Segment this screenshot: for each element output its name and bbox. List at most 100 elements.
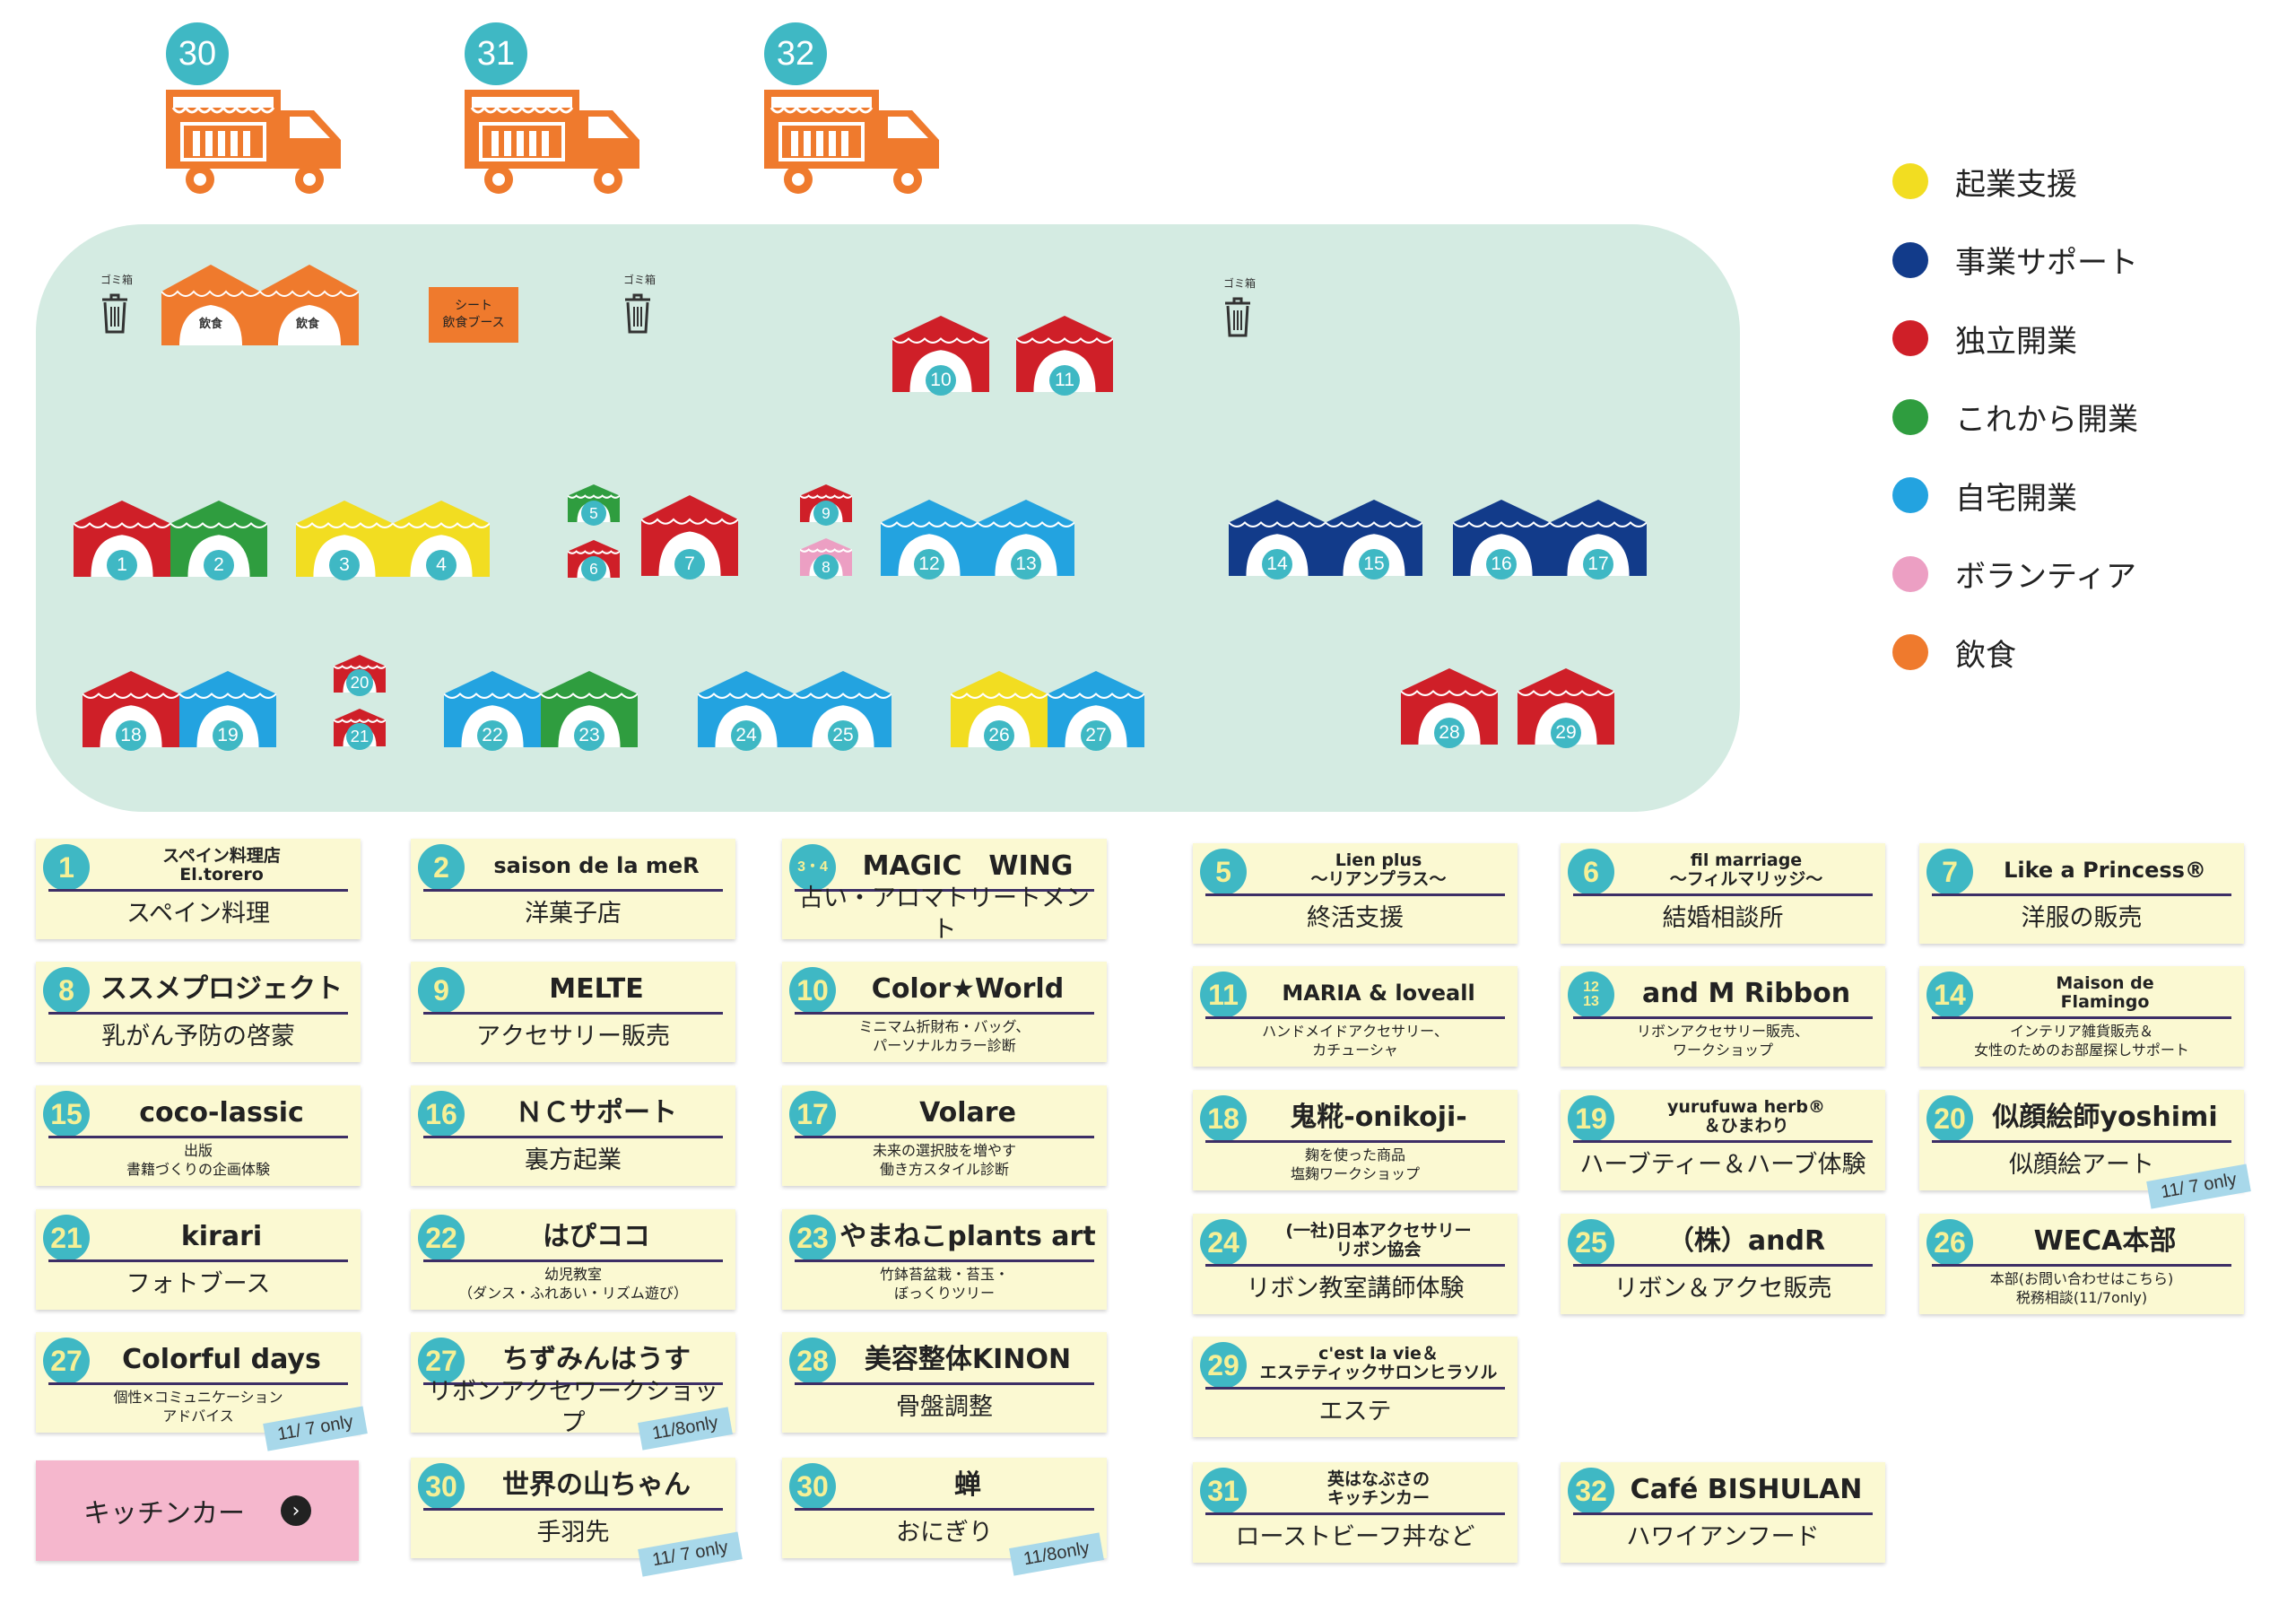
card-title: ＮＣサポート [516, 1096, 677, 1129]
legend-color-dot [1892, 398, 1928, 435]
card-description: 乳がん予防の啓蒙 [101, 1023, 295, 1051]
card-divider [423, 889, 723, 892]
card-description: ハンドメイドアクセサリー、 カチューシャ [1262, 1023, 1448, 1059]
card-number-badge: 17 [789, 1091, 836, 1137]
card-divider [795, 1136, 1094, 1138]
legend-color-dot [1892, 477, 1928, 513]
card-title: WECA本部 [2033, 1224, 2177, 1257]
card-title: 鬼糀-onikoji- [1290, 1101, 1467, 1133]
legend-color-dot [1892, 320, 1928, 356]
card-title: やまねこplants art [839, 1220, 1096, 1252]
card-number-badge: 27 [418, 1338, 465, 1384]
legend-label: 起業支援 [1955, 166, 2077, 203]
card-divider [1205, 893, 1505, 896]
food-tent-pair [161, 265, 359, 345]
card-divider [48, 1136, 348, 1138]
card-number-badge: 1 [43, 844, 90, 891]
card-description: アクセサリー販売 [476, 1023, 670, 1051]
card-title: saison de la meR [493, 852, 700, 878]
card-description: 麹を使った商品 塩麹ワークショップ [1290, 1146, 1420, 1182]
legend-color-dot [1892, 163, 1928, 199]
card-number-badge: 28 [789, 1338, 836, 1384]
card-description: フォトブース [126, 1270, 271, 1299]
card-divider [1205, 1387, 1505, 1390]
card-divider [795, 1382, 1094, 1385]
card-description: 幼児教室 （ダンス・ふれあい・リズム遊び） [458, 1266, 688, 1302]
food-tent-label: 飲食 [296, 318, 320, 331]
legend-label: これから開業 [1955, 402, 2138, 438]
kitchen-car-button[interactable]: キッチンカー › [36, 1460, 359, 1561]
card-title: c'est la vie＆ エステティックサロンヒラソル [1259, 1344, 1498, 1382]
card-divider [1573, 1512, 1873, 1515]
card-divider [423, 1136, 723, 1138]
card-divider [1573, 1140, 1873, 1143]
exhibitor-card[interactable]: 24(一社)日本アクセサリー リボン協会リボン教室講師体験 [1193, 1214, 1518, 1314]
legend-item: 独立開業 [1892, 318, 2077, 360]
food-tent-label: 飲食 [199, 318, 223, 331]
card-title: はぴココ [543, 1220, 650, 1252]
card-divider [48, 1259, 348, 1262]
card-number-badge: 21 [43, 1215, 90, 1261]
card-title: 英はなぶさの キッチンカー [1326, 1469, 1430, 1508]
card-title: （株）andR [1666, 1224, 1826, 1257]
card-divider [795, 1508, 1094, 1511]
card-number-badge: 23 [789, 1215, 836, 1261]
card-divider [1573, 1264, 1873, 1267]
card-description: 未来の選択肢を増やす 働き方スタイル診断 [872, 1142, 1016, 1178]
legend-label: 自宅開業 [1955, 480, 2077, 517]
card-title: MARIA & loveall [1282, 980, 1475, 1006]
card-number-badge: 3・4 [789, 844, 836, 891]
tent-number-badge: 17 [1583, 549, 1613, 580]
card-divider [795, 1259, 1094, 1262]
tent-number-badge: 12 [914, 549, 944, 580]
legend-item: 起業支援 [1892, 161, 2077, 203]
card-description: インテリア雑貨販売＆ 女性のためのお部屋探しサポート [1974, 1023, 2189, 1059]
sheet-food-booth: シート 飲食ブース [429, 287, 518, 343]
card-number-badge: 25 [1568, 1219, 1614, 1266]
tent-number-badge: 16 [1486, 549, 1517, 580]
card-number-badge: 30 [418, 1463, 465, 1510]
kitchen-truck-icon [166, 90, 341, 194]
card-number-badge: 7 [1926, 849, 1973, 895]
legend-label: 独立開業 [1955, 323, 2077, 360]
card-divider [795, 1012, 1094, 1015]
card-divider [1932, 1016, 2231, 1019]
card-description: 終活支援 [1307, 904, 1404, 933]
tent-number-badge: 27 [1081, 720, 1111, 751]
card-description: エステ [1318, 1398, 1392, 1426]
legend-label: 事業サポート [1955, 245, 2138, 281]
legend-item: 自宅開業 [1892, 475, 2077, 517]
card-description: リボンアクセサリー販売、 ワークショップ [1636, 1023, 1809, 1059]
card-divider [1205, 1140, 1505, 1143]
card-number-badge: 12 13 [1568, 972, 1614, 1018]
card-title: Like a Princess® [2004, 857, 2206, 883]
card-divider [1205, 1264, 1505, 1267]
